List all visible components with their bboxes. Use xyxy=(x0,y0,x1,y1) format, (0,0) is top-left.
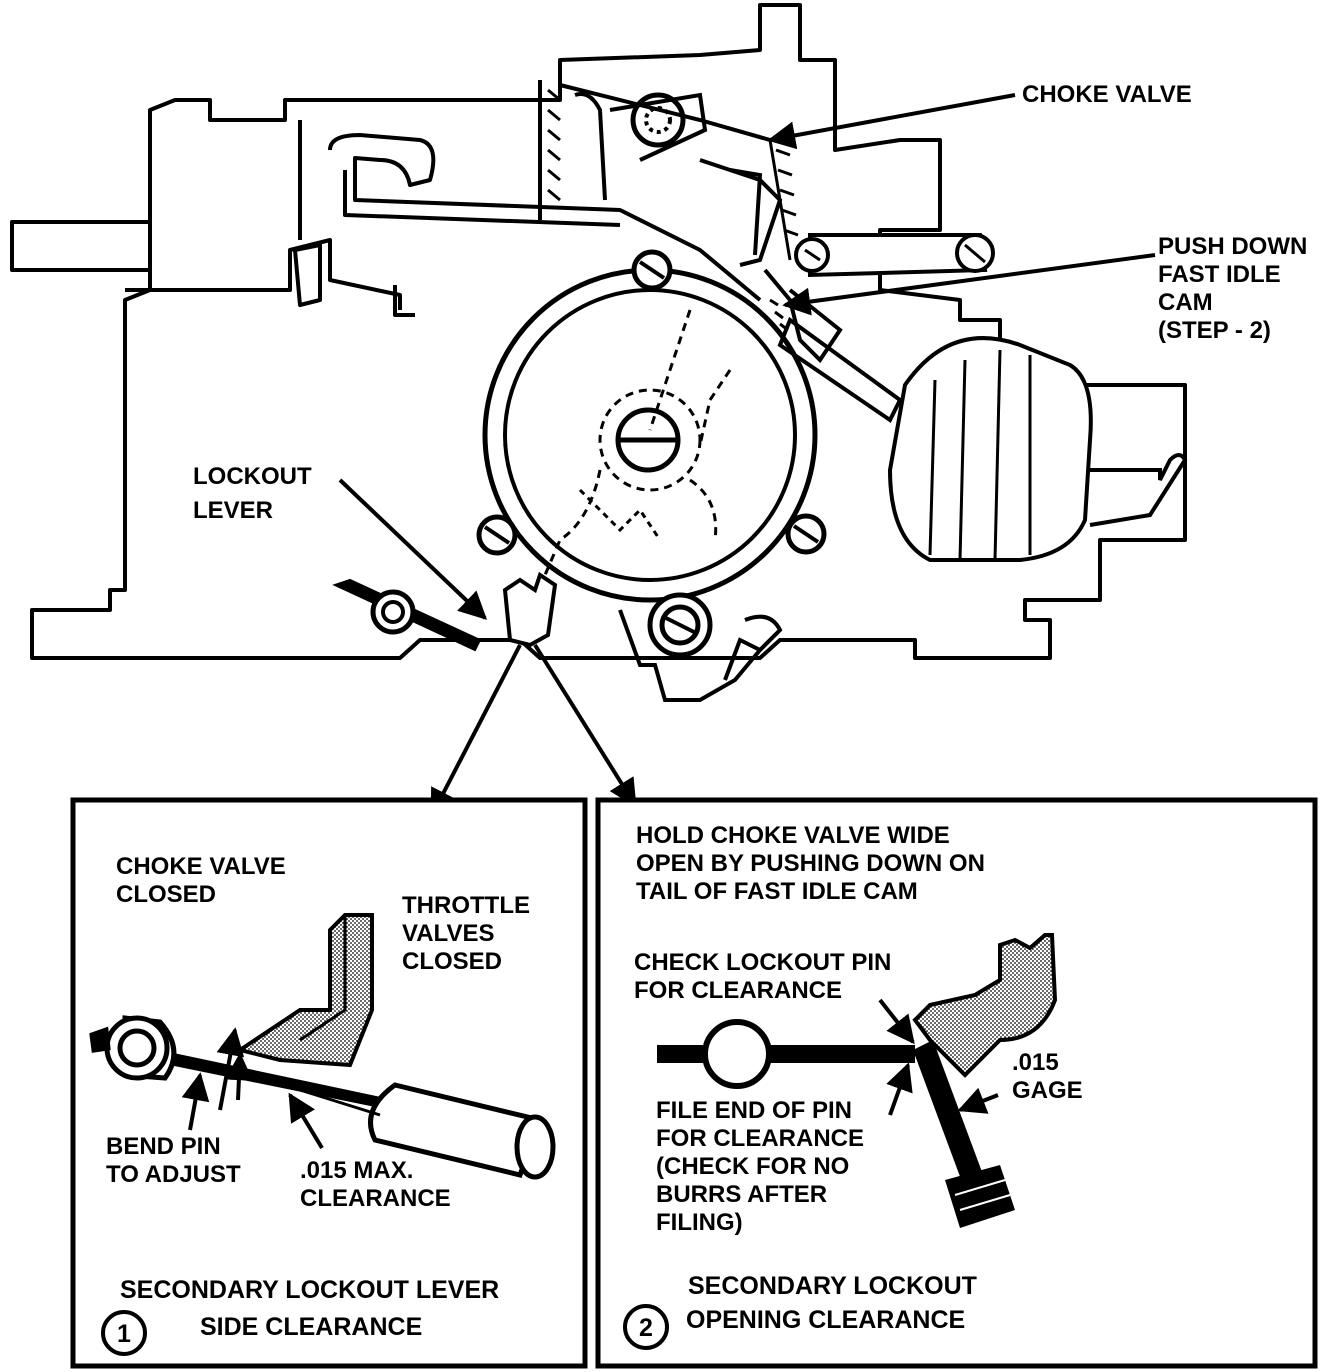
p1-number-badge: 1 xyxy=(101,1310,147,1356)
svg-text:SECONDARY LOCKOUT: SECONDARY LOCKOUT xyxy=(688,1272,977,1300)
feeler-gauge-handle xyxy=(368,1082,556,1180)
svg-text:CHECK LOCKOUT PIN: CHECK LOCKOUT PIN xyxy=(634,949,891,976)
svg-text:THROTTLE: THROTTLE xyxy=(402,892,530,919)
svg-text:FOR CLEARANCE: FOR CLEARANCE xyxy=(656,1125,864,1152)
svg-text:SECONDARY LOCKOUT LEVER: SECONDARY LOCKOUT LEVER xyxy=(120,1276,499,1304)
svg-text:VALVES: VALVES xyxy=(402,920,494,947)
svg-text:2: 2 xyxy=(639,1314,653,1342)
p1-throttle-closed: THROTTLE VALVES CLOSED xyxy=(402,892,530,975)
svg-text:SIDE CLEARANCE: SIDE CLEARANCE xyxy=(200,1313,422,1341)
fast-idle-cam-tail xyxy=(912,933,1058,1078)
p2-caption: SECONDARY LOCKOUT OPENING CLEARANCE xyxy=(686,1272,977,1334)
svg-text:(STEP - 2): (STEP - 2) xyxy=(1158,317,1271,344)
choke-housing xyxy=(482,267,818,603)
lockout-pin xyxy=(145,1048,395,1110)
carburetor-body xyxy=(10,3,1187,660)
svg-text:.015 MAX.: .015 MAX. xyxy=(300,1157,413,1184)
svg-text:LOCKOUT: LOCKOUT xyxy=(193,463,312,490)
p2-check-pin: CHECK LOCKOUT PIN FOR CLEARANCE xyxy=(634,949,891,1004)
p2-file-end: FILE END OF PIN FOR CLEARANCE (CHECK FOR… xyxy=(656,1097,864,1236)
choke-linkage xyxy=(538,80,799,267)
p2-gage-blade xyxy=(913,1040,985,1190)
p2-gage: .015 GAGE xyxy=(1012,1049,1083,1104)
housing-screws xyxy=(476,249,827,658)
svg-text:(CHECK FOR NO: (CHECK FOR NO xyxy=(656,1153,849,1180)
svg-text:LEVER: LEVER xyxy=(193,497,273,524)
leader-lines xyxy=(338,93,1156,818)
svg-text:TO ADJUST: TO ADJUST xyxy=(106,1161,241,1188)
p2-number-badge: 2 xyxy=(623,1304,669,1350)
label-lockout-lever: LOCKOUT LEVER xyxy=(193,463,312,524)
leader-lockout-lever xyxy=(338,478,488,620)
svg-text:PUSH DOWN: PUSH DOWN xyxy=(1158,233,1307,260)
label-push-down-fast-idle-cam: PUSH DOWN FAST IDLE CAM (STEP - 2) xyxy=(1158,233,1307,344)
svg-text:.015: .015 xyxy=(1012,1049,1059,1076)
svg-text:CLEARANCE: CLEARANCE xyxy=(300,1185,451,1212)
panel-2: HOLD CHOKE VALVE WIDE OPEN BY PUSHING DO… xyxy=(595,797,1318,1369)
svg-text:CLOSED: CLOSED xyxy=(402,948,502,975)
svg-text:FILE END OF PIN: FILE END OF PIN xyxy=(656,1097,852,1124)
p1-bend-pin: BEND PIN TO ADJUST xyxy=(106,1133,241,1188)
p1-choke-closed: CHOKE VALVE CLOSED xyxy=(116,853,286,908)
throttle-lever xyxy=(235,913,374,1068)
p1-caption: SECONDARY LOCKOUT LEVER SIDE CLEARANCE xyxy=(120,1276,499,1341)
svg-text:OPENING CLEARANCE: OPENING CLEARANCE xyxy=(686,1306,965,1334)
svg-text:CHOKE VALVE: CHOKE VALVE xyxy=(116,853,286,880)
p2-lockout-pin xyxy=(657,1045,915,1063)
svg-text:TAIL OF FAST IDLE CAM: TAIL OF FAST IDLE CAM xyxy=(636,878,918,905)
leader-fast-idle-cam xyxy=(782,253,1156,316)
leader-panel-1 xyxy=(430,644,522,818)
svg-text:BURRS AFTER: BURRS AFTER xyxy=(656,1181,827,1208)
p1-max-clearance: .015 MAX. CLEARANCE xyxy=(300,1157,451,1212)
p2-hold-choke: HOLD CHOKE VALVE WIDE OPEN BY PUSHING DO… xyxy=(636,822,985,905)
svg-text:1: 1 xyxy=(117,1320,131,1348)
lockout-lever xyxy=(332,571,558,652)
vacuum-break xyxy=(777,316,1188,562)
svg-text:GAGE: GAGE xyxy=(1012,1077,1083,1104)
svg-text:BEND PIN: BEND PIN xyxy=(106,1133,221,1160)
svg-text:FAST IDLE: FAST IDLE xyxy=(1158,261,1281,288)
svg-text:FILING): FILING) xyxy=(656,1209,743,1236)
pin-end xyxy=(89,1015,177,1081)
leader-panel-2 xyxy=(533,643,637,808)
svg-text:FOR CLEARANCE: FOR CLEARANCE xyxy=(634,977,842,1004)
svg-text:OPEN BY PUSHING DOWN ON: OPEN BY PUSHING DOWN ON xyxy=(636,850,985,877)
label-choke-valve: CHOKE VALVE xyxy=(1022,81,1192,108)
svg-text:CLOSED: CLOSED xyxy=(116,881,216,908)
panel-1: CHOKE VALVE CLOSED THROTTLE VALVES CLOSE… xyxy=(70,797,588,1369)
svg-text:HOLD CHOKE VALVE WIDE: HOLD CHOKE VALVE WIDE xyxy=(636,822,950,849)
choke-shaft xyxy=(794,233,995,278)
svg-text:CAM: CAM xyxy=(1158,289,1213,316)
leader-choke-valve xyxy=(767,93,1016,150)
